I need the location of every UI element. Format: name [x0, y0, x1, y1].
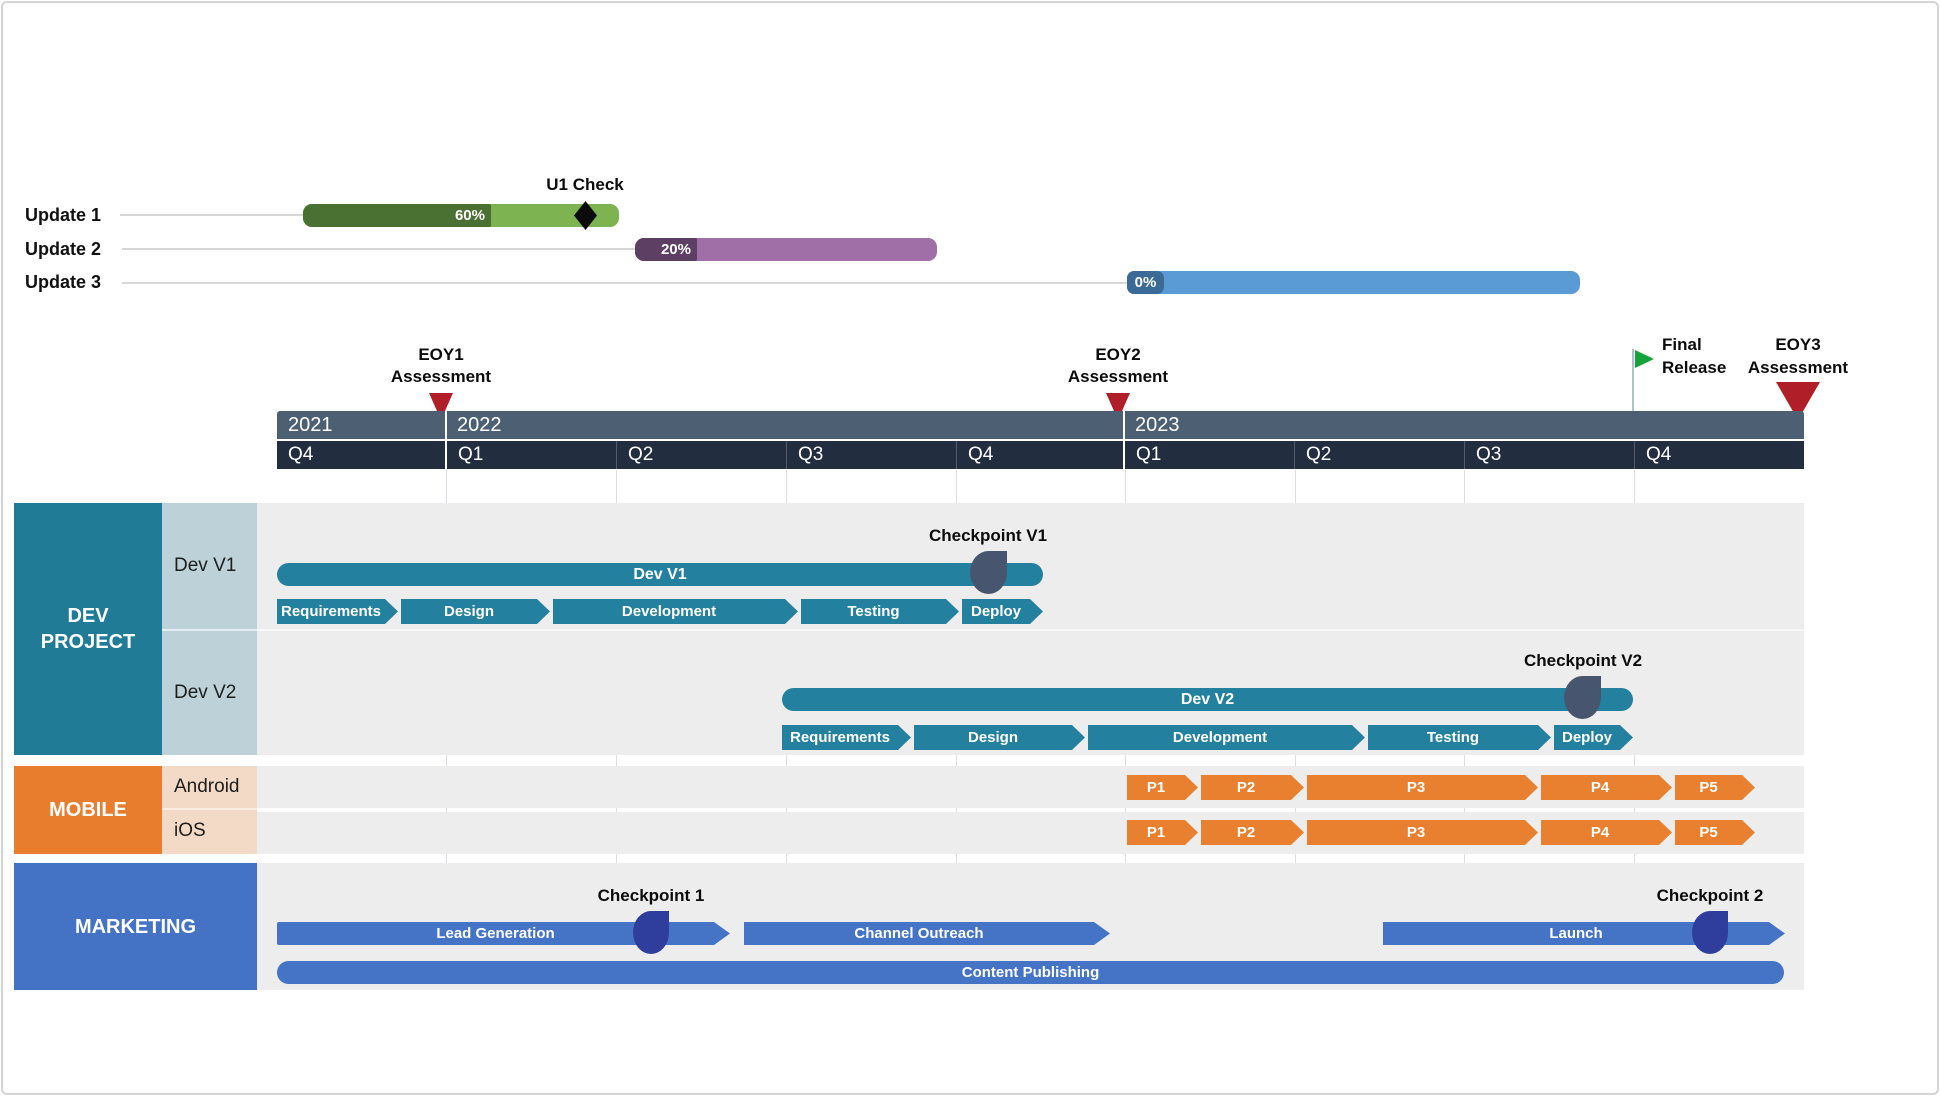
update1-label: Update 1: [25, 205, 102, 225]
year-2023: 2023: [1135, 414, 1180, 436]
ios-phase-p4[interactable]: P4: [1541, 820, 1672, 845]
marketing-bar-launch[interactable]: Launch: [1383, 922, 1785, 945]
marketing-bar-content-publishing[interactable]: Content Publishing: [277, 961, 1784, 984]
eoy3-line1: EOY3: [1775, 335, 1821, 354]
mobile-row1-label: Android: [174, 776, 240, 797]
marketing-lane-header[interactable]: MARKETING: [14, 863, 257, 990]
dev-v2-summary-bar[interactable]: Dev V2: [782, 688, 1633, 711]
final-release-label: Final Release: [1662, 333, 1726, 379]
update3-bar[interactable]: 0%: [1127, 271, 1580, 294]
ios-phase-p3[interactable]: P3: [1307, 820, 1538, 845]
quarter-cell: Q2: [1294, 441, 1464, 469]
dev-v1-summary-bar[interactable]: Dev V1: [277, 563, 1043, 586]
mobile-lane-header[interactable]: MOBILE: [14, 766, 162, 854]
update1-percent: 60%: [454, 207, 485, 224]
dev-lane-header[interactable]: DEV PROJECT: [14, 503, 162, 755]
mobile-row2-label: iOS: [174, 820, 206, 841]
checkpoint-1-label: Checkpoint 1: [597, 886, 705, 905]
eoy1-line2: Assessment: [390, 367, 492, 386]
dev-row-separator: [257, 629, 1804, 631]
dev-sublabel-separator: [162, 629, 257, 631]
update3-connector: [122, 282, 1127, 284]
android-phase-p5[interactable]: P5: [1675, 775, 1755, 800]
quarter-cell: Q4: [956, 441, 1124, 469]
update2-percent: 20%: [660, 241, 691, 258]
final-release-pole: [1632, 349, 1634, 411]
dev-sublabel-column: Dev V1 Dev V2: [162, 503, 257, 755]
marketing-bar-channel-outreach[interactable]: Channel Outreach: [744, 922, 1110, 945]
dev-v2-task-requirements[interactable]: Requirements: [782, 725, 911, 750]
ios-phase-p2[interactable]: P2: [1201, 820, 1304, 845]
marketing-bar-lead-generation[interactable]: Lead Generation: [277, 922, 730, 945]
final-release-flag-icon[interactable]: [1635, 350, 1654, 368]
dev-v1-task-design[interactable]: Design: [401, 599, 550, 624]
dev-v1-task-development[interactable]: Development: [553, 599, 798, 624]
u1check-milestone-diamond[interactable]: [574, 201, 597, 230]
eoy3-label: EOY3 Assessment: [1708, 333, 1888, 379]
update2-bar[interactable]: 20%: [635, 238, 937, 261]
android-phase-p2[interactable]: P2: [1201, 775, 1304, 800]
update1-progress: 60%: [303, 204, 491, 227]
mobile-title: MOBILE: [49, 799, 127, 821]
checkpoint-2-marker[interactable]: [1692, 911, 1728, 954]
update1-connector: [120, 214, 303, 216]
update3-progress: 0%: [1127, 271, 1164, 294]
eoy1-label: EOY1 Assessment: [361, 344, 521, 388]
final-release-line2: Release: [1662, 358, 1727, 377]
eoy2-line2: Assessment: [1067, 367, 1169, 386]
mobile-sublabel-separator: [162, 808, 257, 810]
dev-v1-task-requirements[interactable]: Requirements: [277, 599, 398, 624]
android-phase-p1[interactable]: P1: [1127, 775, 1198, 800]
checkpoint-v1-marker[interactable]: [970, 551, 1007, 594]
final-release-line1: Final: [1662, 335, 1702, 354]
dev-title-line2: PROJECT: [40, 631, 136, 653]
quarter-cell: Q4: [1634, 441, 1804, 469]
quarter-band: Q4 Q1 Q2 Q3 Q4 Q1 Q2 Q3 Q4: [277, 441, 1804, 469]
update2-label: Update 2: [25, 239, 102, 259]
quarter-cell: Q2: [616, 441, 786, 469]
quarter-cell: Q1: [446, 441, 616, 469]
update1-bar[interactable]: 60%: [303, 204, 619, 227]
eoy2-label: EOY2 Assessment: [1038, 344, 1198, 388]
mobile-sublabel-column: Android iOS: [162, 766, 257, 854]
dev-v2-task-design[interactable]: Design: [914, 725, 1085, 750]
checkpoint-v2-marker[interactable]: [1564, 676, 1601, 719]
quarter-cell: Q4: [288, 444, 314, 465]
checkpoint-v1-label: Checkpoint V1: [928, 526, 1048, 545]
dev-v2-task-deploy[interactable]: Deploy: [1554, 725, 1633, 750]
year-2021: 2021: [288, 414, 333, 436]
update2-connector: [122, 248, 635, 250]
ios-phase-p5[interactable]: P5: [1675, 820, 1755, 845]
android-phase-p3[interactable]: P3: [1307, 775, 1538, 800]
eoy1-line1: EOY1: [418, 345, 464, 364]
eoy2-line1: EOY2: [1095, 345, 1141, 364]
checkpoint-1-marker[interactable]: [633, 911, 669, 954]
year-separator: [1123, 411, 1125, 469]
year-2022: 2022: [457, 414, 502, 436]
update3-label: Update 3: [25, 272, 102, 292]
dev-title-line1: DEV: [67, 605, 109, 627]
dev-v2-task-testing[interactable]: Testing: [1368, 725, 1551, 750]
dev-row1-label: Dev V1: [174, 555, 237, 576]
marketing-title: MARKETING: [74, 915, 197, 938]
update2-progress: 20%: [635, 238, 697, 261]
quarter-cell: Q1: [1124, 441, 1294, 469]
u1check-label: U1 Check: [546, 175, 624, 194]
dev-v1-task-deploy[interactable]: Deploy: [962, 599, 1043, 624]
year-separator: [445, 411, 447, 469]
ios-phase-p1[interactable]: P1: [1127, 820, 1198, 845]
dev-row2-label: Dev V2: [174, 682, 237, 703]
quarter-cell: Q3: [786, 441, 956, 469]
dev-v2-task-development[interactable]: Development: [1088, 725, 1365, 750]
year-band: 2021 2022 2023: [277, 411, 1804, 439]
checkpoint-v2-label: Checkpoint V2: [1523, 651, 1643, 670]
eoy3-line2: Assessment: [1747, 358, 1849, 377]
dev-v1-task-testing[interactable]: Testing: [801, 599, 959, 624]
quarter-cell: Q3: [1464, 441, 1634, 469]
checkpoint-2-label: Checkpoint 2: [1656, 886, 1764, 905]
android-phase-p4[interactable]: P4: [1541, 775, 1672, 800]
